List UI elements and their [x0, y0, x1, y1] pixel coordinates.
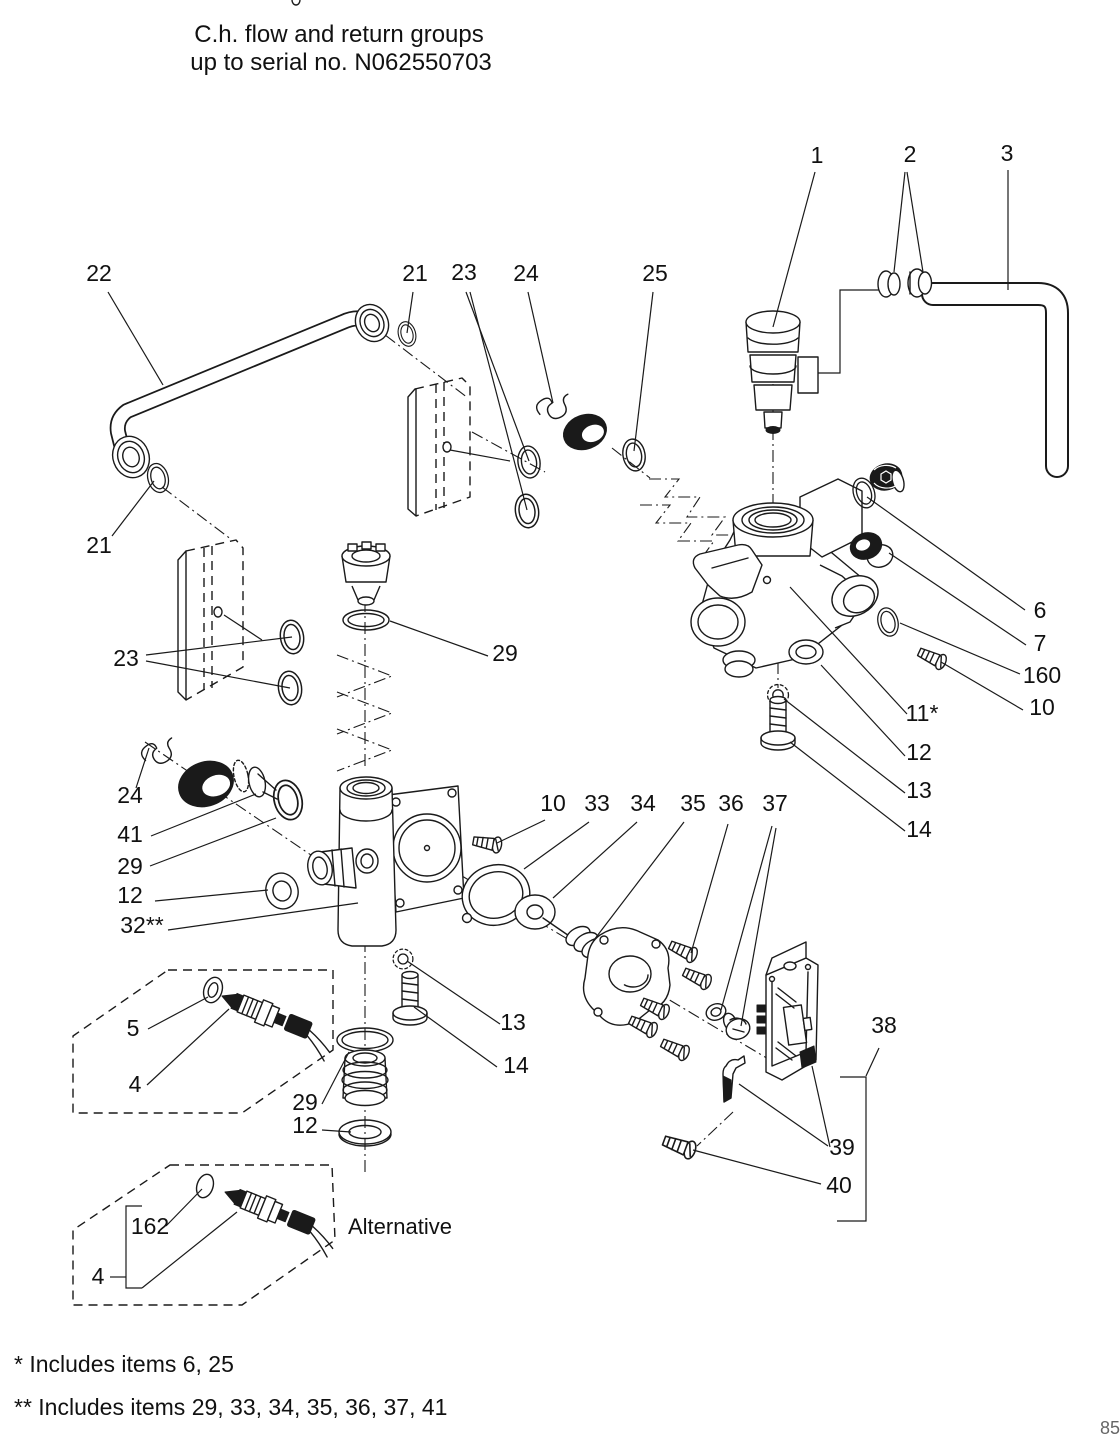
leader-lines [107, 170, 1027, 1289]
part-sensor-4-lower [216, 1180, 343, 1259]
part-plug-6 [869, 463, 905, 493]
part-washer-5 [202, 976, 224, 1004]
callout-10-right: 10 [1029, 694, 1055, 720]
callout-37: 37 [762, 790, 788, 816]
part-washer-36 [705, 1003, 727, 1021]
callout-39: 39 [829, 1134, 855, 1160]
callout-14-right: 14 [906, 816, 932, 842]
part-oring-23-b [512, 492, 542, 530]
part-clip-39 [722, 1055, 746, 1103]
callout-40: 40 [826, 1172, 852, 1198]
title-line-2: up to serial no. N062550703 [190, 49, 492, 76]
callout-2: 2 [904, 141, 917, 167]
page-number: 85 [1100, 1418, 1120, 1436]
callout-7: 7 [1034, 630, 1047, 656]
pipe-22-left-fitting [111, 435, 151, 479]
callout-10: 10 [540, 790, 566, 816]
callout-29-center: 29 [492, 640, 518, 666]
callout-38: 38 [871, 1012, 897, 1038]
callout-14-bottom: 14 [503, 1052, 529, 1078]
part-star-washer-13-bottom [392, 948, 414, 970]
part-oring-160 [874, 604, 902, 640]
callout-3: 3 [1001, 140, 1014, 166]
part-screw-40 [660, 1131, 699, 1162]
part-pipe-22 [109, 303, 390, 479]
callout-4-upper: 4 [129, 1071, 142, 1097]
callout-23-top: 23 [451, 259, 477, 285]
part-nut-top [563, 413, 607, 451]
footnote-single-asterisk: * Includes items 6, 25 [14, 1351, 234, 1377]
callout-29-bottom: 29 [292, 1089, 318, 1115]
callout-36: 36 [718, 790, 744, 816]
callout-32-stars: 32** [120, 912, 164, 938]
part-washer-12-left [265, 872, 299, 910]
part-flow-switch-38 [756, 941, 819, 1081]
callout-11-star: 11* [906, 700, 939, 726]
part-screw-14-bottom [392, 970, 428, 1026]
callout-labels: 1 2 3 22 21 23 24 25 21 23 29 6 7 160 10… [86, 140, 1061, 1289]
part-clip-24-top [534, 393, 573, 423]
alternative-label: Alternative [348, 1214, 452, 1239]
part-sensor-pocket-7 [849, 532, 894, 568]
callout-34: 34 [630, 790, 656, 816]
part-pipe-3 [921, 282, 1069, 478]
sensor-box-lower [72, 1164, 343, 1306]
part-oring-25 [619, 436, 649, 474]
part-screw-10 [471, 832, 504, 855]
callout-12-left: 12 [117, 882, 143, 908]
callout-5: 5 [127, 1015, 140, 1041]
part-pressure-relief-valve-1 [745, 310, 819, 434]
callout-21-left: 21 [86, 532, 112, 558]
callout-160: 160 [1023, 662, 1061, 688]
callout-13-right: 13 [906, 777, 932, 803]
footnote-double-asterisk: ** Includes items 29, 33, 34, 35, 36, 37… [14, 1394, 447, 1420]
part-adapter-fitting [341, 1049, 389, 1107]
callout-1: 1 [811, 142, 824, 168]
callout-41: 41 [117, 821, 143, 847]
footnotes: * Includes items 6, 25 ** Includes items… [14, 1351, 447, 1420]
callout-22: 22 [86, 260, 112, 286]
callout-23-mid: 23 [113, 645, 139, 671]
callout-6: 6 [1034, 597, 1047, 623]
part-plug-37 [722, 1012, 751, 1040]
part-air-vent-cap [341, 541, 391, 606]
callout-13-bottom: 13 [500, 1009, 526, 1035]
part-flow-body-32 [307, 776, 465, 947]
part-plate-lower [177, 539, 244, 701]
part-plate-upper [407, 377, 471, 517]
part-oring-29-left [268, 776, 308, 824]
part-gasket-33 [461, 864, 531, 926]
part-oring-162 [195, 1173, 215, 1199]
part-gasket-12-right [788, 639, 824, 665]
part-nut-left [178, 760, 234, 808]
part-oring-21-top [394, 319, 420, 349]
part-screw-14-right [760, 695, 796, 751]
pipe-22-right-fitting [354, 303, 390, 343]
part-fittings-2 [877, 268, 933, 298]
part-oring-23-a [515, 443, 543, 481]
bracket-38 [837, 1076, 867, 1222]
part-cartridge-41 [232, 759, 278, 800]
part-bleed-screw-10-right [915, 643, 950, 672]
sensor-box-upper [72, 969, 340, 1114]
part-oring-29-center [342, 609, 390, 631]
callout-24-left: 24 [117, 782, 143, 808]
callout-12-right: 12 [906, 739, 932, 765]
page-title: C.h. flow and return groups up to serial… [190, 21, 492, 76]
callout-21-top: 21 [402, 260, 428, 286]
callout-29-left: 29 [117, 853, 143, 879]
callout-33: 33 [584, 790, 610, 816]
callout-24-top: 24 [513, 260, 539, 286]
bracket-4-162 [125, 1205, 142, 1289]
callout-12-bottom: 12 [292, 1112, 318, 1138]
part-return-manifold-11 [291, 0, 879, 678]
flow-body-left-port [307, 847, 357, 889]
callout-4-lower: 4 [92, 1263, 105, 1289]
part-sensor-4-upper [213, 984, 340, 1063]
callout-35: 35 [680, 790, 706, 816]
title-line-1: C.h. flow and return groups [194, 21, 484, 48]
callout-162: 162 [131, 1213, 169, 1239]
callout-25: 25 [642, 260, 668, 286]
